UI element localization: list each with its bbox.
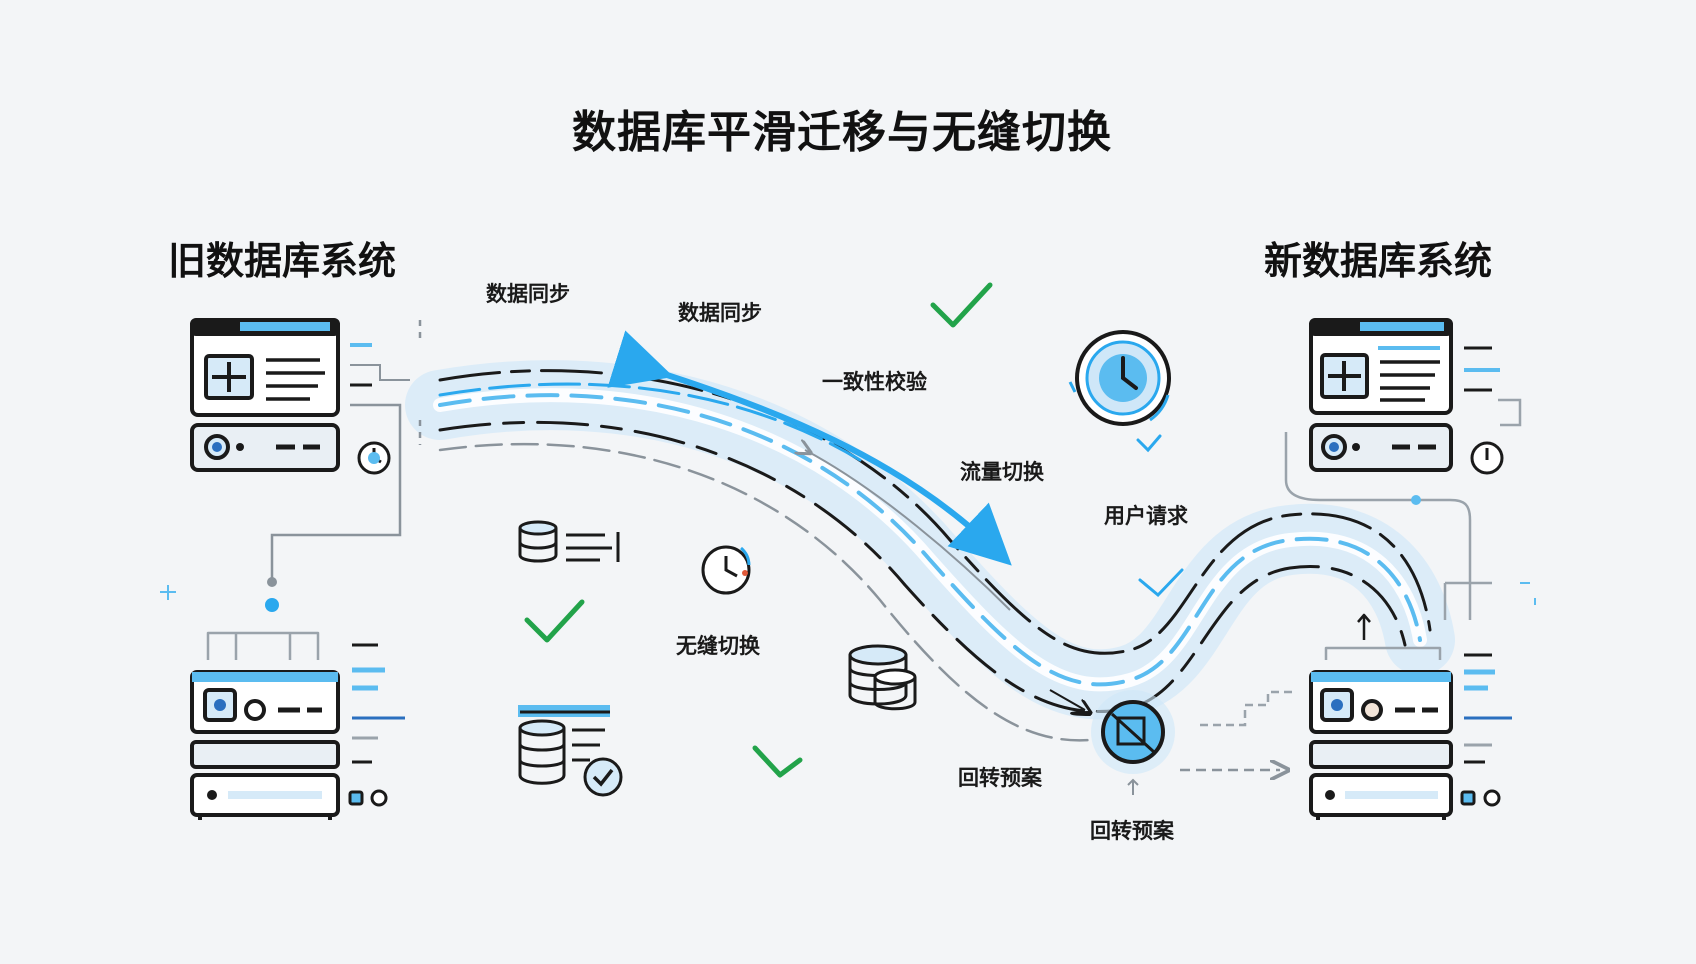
- new-server-icon: [1309, 613, 1453, 820]
- label-rollback-1: 回转预案: [958, 766, 1042, 790]
- check-blue-icon: [1136, 434, 1184, 598]
- label-rollback-2: 回转预案: [1090, 819, 1174, 843]
- old-server-icon: [190, 631, 340, 820]
- page-title: 数据库平滑迁移与无缝切换: [572, 107, 1112, 158]
- new-server-side-lines: [1460, 653, 1512, 807]
- sync-arrow: [607, 330, 1085, 710]
- data-flow-ribbon: [405, 360, 1455, 742]
- label-data-sync-2: 数据同步: [678, 301, 762, 325]
- database-stack-icon: [848, 644, 917, 711]
- label-user-request: 用户请求: [1104, 504, 1188, 528]
- old-connector-lines: [270, 320, 422, 580]
- link-dots: [160, 577, 279, 612]
- old-monitor-icon: [190, 318, 340, 472]
- old-timer-icon: [357, 441, 391, 475]
- clock-icon: [1068, 330, 1171, 426]
- timer-mid-icon: [701, 545, 751, 595]
- old-server-side-lines: [348, 643, 405, 807]
- database-small-icon: [518, 520, 620, 563]
- new-monitor-icon: [1309, 318, 1453, 472]
- rollback-icon: [1091, 690, 1175, 795]
- database-verified-icon: [518, 705, 623, 797]
- label-traffic-switch: 流量切换: [960, 460, 1044, 484]
- new-timer-icon: [1470, 441, 1504, 475]
- old-system-heading: 旧数据库系统: [168, 239, 397, 283]
- label-seamless-switch: 无缝切换: [676, 634, 760, 658]
- label-data-sync-1: 数据同步: [486, 282, 570, 306]
- new-connector-lines: [1284, 346, 1522, 620]
- label-consistency-check: 一致性校验: [822, 370, 927, 394]
- new-system-heading: 新数据库系统: [1264, 239, 1493, 283]
- check-icon: [524, 282, 993, 778]
- incoming-lines: [1180, 581, 1536, 770]
